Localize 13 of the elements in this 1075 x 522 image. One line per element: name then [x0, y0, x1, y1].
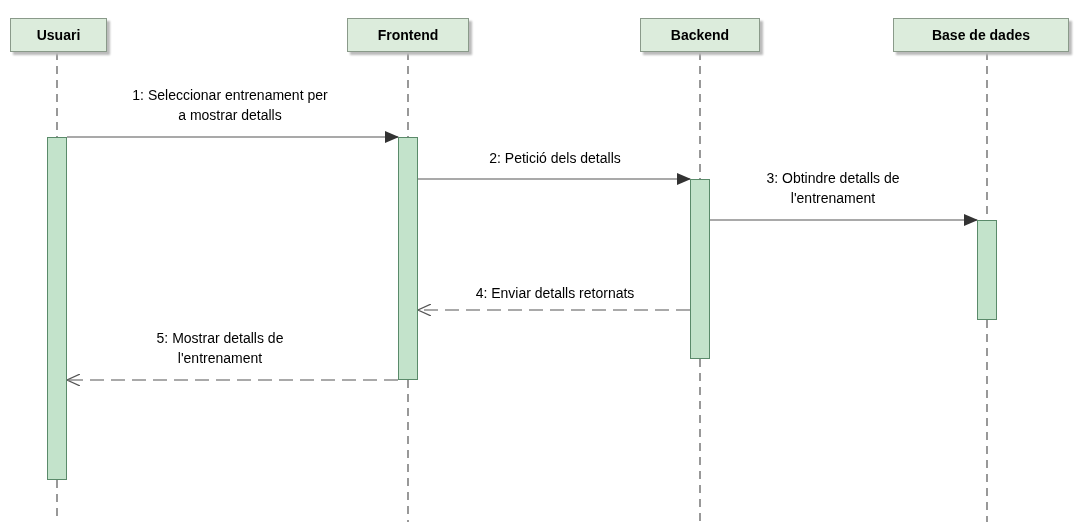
activation-bar [690, 179, 710, 359]
lifeline-head: Frontend [347, 18, 469, 52]
lifeline-head: Backend [640, 18, 760, 52]
message-arrow [66, 373, 399, 387]
activation-bar [398, 137, 418, 380]
message-arrow [417, 303, 691, 317]
lifeline-head: Usuari [10, 18, 107, 52]
activation-bar [47, 137, 67, 480]
lifeline-head: Base de dades [893, 18, 1069, 52]
message-arrow [709, 214, 978, 226]
message-arrow [66, 131, 399, 143]
activation-bar [977, 220, 997, 320]
message-arrow [417, 173, 691, 185]
